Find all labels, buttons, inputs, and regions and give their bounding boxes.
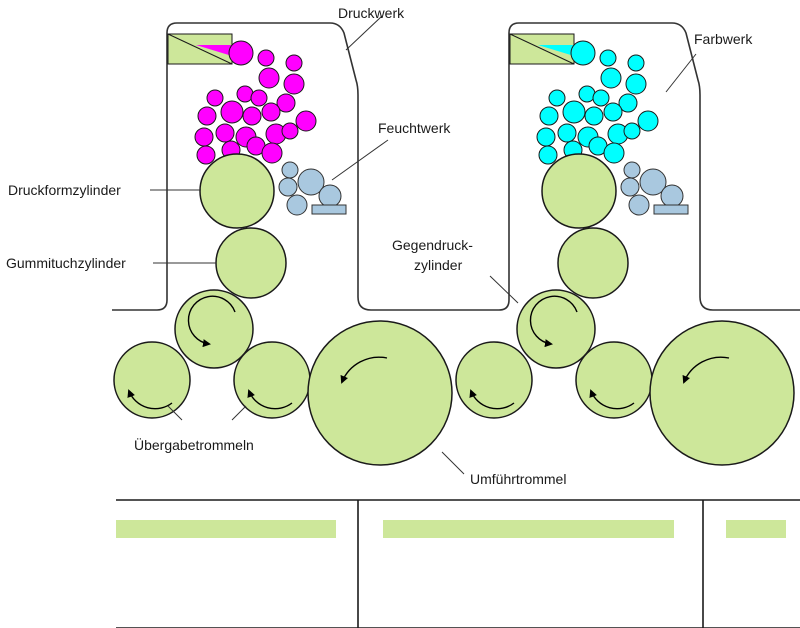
printing-unit-2	[509, 33, 689, 299]
label-umfuehrtrommel: Umführtrommel	[470, 471, 566, 487]
plate-cylinder-2	[541, 153, 617, 229]
label-farbwerk: Farbwerk	[694, 31, 753, 47]
label-gummituchzylinder: Gummituchzylinder	[6, 255, 126, 271]
dampening-rollers-2	[620, 161, 689, 216]
transfer-drum-2	[233, 341, 311, 419]
blanket-cylinder-1	[215, 227, 287, 299]
leader-feuchtwerk	[331, 139, 389, 181]
label-gegendruckzylinder-2: zylinder	[414, 257, 463, 273]
label-gegendruckzylinder-1: Gegendruck-	[392, 237, 473, 253]
ink-fountain-2-blade	[509, 33, 575, 65]
transfer-drum-3	[455, 341, 533, 419]
leader-farbwerk	[665, 53, 697, 93]
sheet-bar-1	[116, 520, 336, 538]
transfer-drum-right	[649, 320, 795, 466]
ink-fountain-2-ink	[538, 45, 574, 56]
inking-rollers-1	[194, 40, 317, 165]
transfer-drum-4	[575, 341, 653, 419]
leader-umfuehrtrommel	[441, 451, 465, 475]
impression-cylinder-2	[516, 289, 596, 369]
inking-rollers-2	[536, 40, 659, 165]
printing-unit-1	[167, 33, 347, 299]
dampening-rollers-1	[278, 161, 347, 216]
plate-cylinder-1	[199, 153, 275, 229]
leader-gegendruckzylinder	[489, 275, 519, 304]
label-druckwerk: Druckwerk	[338, 5, 405, 21]
blanket-cylinder-2	[557, 227, 629, 299]
label-druckformzylinder: Druckformzylinder	[8, 182, 121, 198]
transfer-drum-1	[113, 341, 191, 419]
sheet-bar-2	[383, 520, 674, 538]
sheet-bar-3	[726, 520, 786, 538]
leader-uebergabe-2	[231, 405, 247, 421]
leader-uebergabe-1	[167, 405, 183, 421]
transfer-drum-main	[307, 320, 453, 466]
ink-fountain-1-ink	[196, 45, 232, 56]
label-feuchtwerk: Feuchtwerk	[378, 120, 451, 136]
ink-fountain-1-blade	[167, 33, 233, 65]
impression-cylinder-1	[174, 289, 254, 369]
label-uebergabetrommeln: Übergabetrommeln	[134, 436, 254, 453]
leader-druckwerk	[345, 15, 383, 51]
